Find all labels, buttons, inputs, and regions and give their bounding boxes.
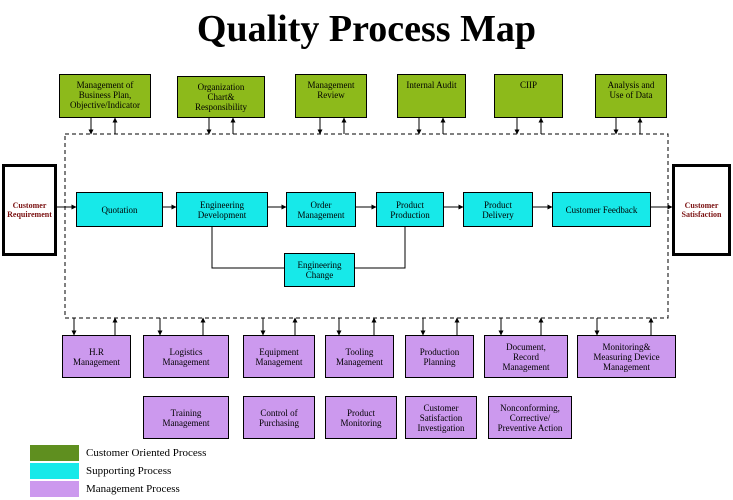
process-management-review: Management Review [295,74,367,118]
process-ciip: CIIP [494,74,563,118]
flow-order-management: Order Management [286,192,356,227]
process-logistics-management: Logistics Management [143,335,229,378]
process-label: Tooling Management [336,346,383,367]
flow-engineering-development: Engineering Development [176,192,268,227]
legend-label-supporting: Supporting Process [86,465,172,477]
process-customer-satisfaction-investigation: Customer Satisfaction Investigation [405,396,477,439]
process-label: Logistics Management [162,346,210,367]
process-label: Document, Record Management [502,341,550,372]
legend-label-management: Management Process [86,483,180,495]
process-label: Nonconforming, Corrective/ Preventive Ac… [497,402,563,433]
process-label: Internal Audit [406,80,457,90]
flow-quotation: Quotation [76,192,163,227]
engineering-change-link [355,227,406,269]
process-tooling-management: Tooling Management [325,335,394,378]
process-label: Production Planning [419,346,460,367]
legend-swatch-customer-oriented [30,445,79,461]
process-label: CIIP [519,80,537,90]
process-product-monitoring: Product Monitoring [325,396,397,439]
process-label: Control of Purchasing [259,407,299,428]
process-internal-audit: Internal Audit [397,74,466,118]
flow-label: Product Delivery [482,199,514,220]
process-analysis-data: Analysis and Use of Data [595,74,667,118]
flow-label: Engineering Development [197,199,247,220]
engineering-change-link [211,227,284,269]
process-label: Management of Business Plan, Objective/I… [70,80,140,110]
flow-label: Order Management [297,199,345,220]
process-label: Equipment Management [255,346,303,367]
customer-satisfaction-label: Customer Satisfaction [681,201,722,219]
process-training-management: Training Management [143,396,229,439]
process-control-purchasing: Control of Purchasing [243,396,315,439]
process-label: Management Review [307,80,355,100]
process-label: Customer Satisfaction Investigation [417,402,465,433]
flow-product-delivery: Product Delivery [463,192,533,227]
process-label: Organization Chart& Responsibility [194,82,247,112]
customer-satisfaction-box: Customer Satisfaction [672,164,731,256]
page-title: Quality Process Map [196,8,537,50]
process-label: H.R Management [73,346,120,367]
process-nonconforming-capa: Nonconforming, Corrective/ Preventive Ac… [488,396,572,439]
flow-label: Customer Feedback [565,204,638,215]
process-frame [64,133,669,319]
process-label: Monitoring& Measuring Device Management [593,341,660,372]
process-monitoring-measuring: Monitoring& Measuring Device Management [577,335,676,378]
flow-label: Quotation [101,204,138,215]
legend-swatch-supporting [30,463,79,479]
flow-label: Engineering Change [297,260,342,280]
customer-requirement-box: Customer Requirement [2,164,57,256]
process-production-planning: Production Planning [405,335,474,378]
legend-swatch-management [30,481,79,497]
customer-requirement-label: Customer Requirement [7,201,52,219]
process-label: Training Management [162,407,210,428]
process-organization-chart: Organization Chart& Responsibility [177,76,265,118]
process-equipment-management: Equipment Management [243,335,315,378]
process-hr-management: H.R Management [62,335,131,378]
process-label: Analysis and Use of Data [607,80,655,100]
flow-label: Product Production [390,199,430,220]
flow-customer-feedback: Customer Feedback [552,192,651,227]
process-document-record: Document, Record Management [484,335,568,378]
process-business-plan: Management of Business Plan, Objective/I… [59,74,151,118]
flow-engineering-change: Engineering Change [284,253,355,287]
process-label: Product Monitoring [340,407,382,428]
flow-product-production: Product Production [376,192,444,227]
legend-label-customer-oriented: Customer Oriented Process [86,447,207,459]
